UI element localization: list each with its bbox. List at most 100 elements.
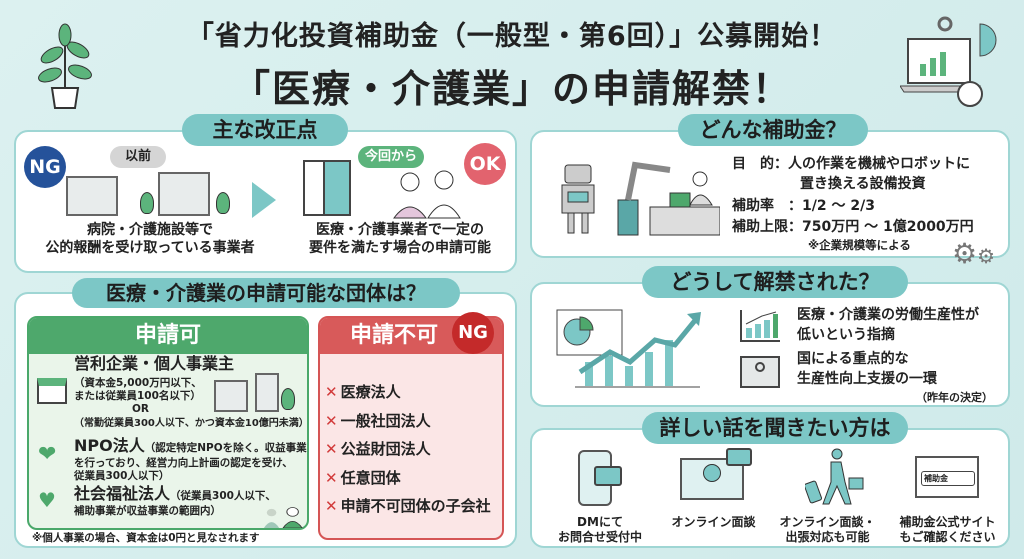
reason-2-note: （昨年の決定）	[916, 391, 993, 404]
business-traveler-icon	[804, 448, 865, 508]
tree-icon	[140, 192, 154, 214]
ng-badge-red: NG	[452, 312, 494, 354]
corp-cond-1: （資本金5,000万円以下、	[74, 377, 202, 389]
government-building-icon	[740, 356, 780, 388]
contact-web-line-1: 補助金公式サイト	[899, 515, 996, 529]
contact-visit-line-1: オンライン面談・	[779, 515, 876, 529]
corp-cond-3: （常勤従業員300人以下、かつ資本金10億円未満）	[74, 418, 309, 429]
contact-item-website[interactable]: 補助金公式サイトもご確認ください	[890, 515, 1005, 545]
store-icon	[37, 378, 67, 404]
laptop-chart-icon	[899, 14, 1010, 109]
reason-1-line-2: 低いという指摘	[797, 327, 895, 343]
rate-value: 1/2 〜 2/3	[802, 198, 875, 214]
ineligible-item: ✕申請不可団体の子会社	[320, 492, 502, 521]
ineligible-item-label: 申請不可団体の子会社	[340, 497, 491, 515]
growth-chart-icon	[555, 300, 705, 390]
gears-icon: ⚙⚙	[952, 237, 996, 270]
welfare-title: 社会福祉法人	[74, 484, 171, 503]
welfare-cond-2: 補助事業が収益事業の範囲内）	[74, 505, 221, 517]
ineligible-item: ✕任意団体	[320, 464, 502, 493]
ok-badge: OK	[464, 143, 506, 185]
npo-cond-1: （認定特定NPOを除く。収益事業	[144, 442, 307, 454]
medical-staff-icon	[388, 168, 468, 220]
after-text: 医療・介護事業者で一定の要件を満たす場合の申請可能	[280, 221, 520, 257]
limit-note: ※企業規模等による	[808, 238, 911, 252]
changes-header: 主な改正点	[182, 114, 348, 146]
welfare-block: 社会福祉法人（従業員300人以下、	[74, 484, 276, 504]
office-building-icon	[214, 380, 248, 412]
tree-icon	[216, 192, 230, 214]
ineligible-item-label: 任意団体	[340, 468, 401, 487]
title-line-1: 「省力化投資補助金（一般型・第6回）」公募開始！	[186, 21, 838, 52]
before-text-1: 病院・介護施設等で	[87, 222, 213, 238]
npo-block: NPO法人（認定特定NPOを除く。収益事業	[74, 436, 307, 456]
after-text-1: 医療・介護事業者で一定の	[316, 222, 484, 238]
plant-icon	[30, 20, 100, 110]
hospital-icon	[158, 172, 210, 216]
contact-web-line-2: もご確認ください	[899, 530, 996, 544]
laptop-search-icon: 補助金	[915, 456, 979, 498]
corp-cond-2: または従業員100名以下）	[74, 390, 201, 402]
limit-row: 補助上限：750万円 〜 1億2000万円	[732, 217, 974, 237]
npo-cond-2: を行っており、経営力向上計画の認定を受け、	[74, 457, 293, 469]
ineligible-item-label: 医療法人	[340, 383, 401, 401]
eligible-box-header: 申請可	[29, 318, 307, 354]
purpose-value-2: 置き換える設備投資	[800, 176, 926, 192]
corp-title: 営利企業・個人事業主	[74, 354, 235, 373]
subsidy-panel	[530, 130, 1010, 258]
npo-cond-3: 従業員300人以下）	[74, 470, 170, 482]
robot-factory-icon	[550, 155, 721, 240]
ineligible-item: ✕公益財団法人	[320, 435, 502, 464]
hospital-icon	[66, 176, 118, 216]
limit-value: 750万円 〜 1億2000万円	[802, 219, 974, 235]
smartphone-chat-icon	[578, 450, 622, 506]
contact-item-dm[interactable]: DMにてお問合せ受付中	[545, 515, 655, 545]
after-tag: 今回から	[358, 146, 424, 168]
contact-item-visit[interactable]: オンライン面談・出張対応も可能	[770, 515, 885, 545]
subsidy-header: どんな補助金？	[678, 114, 868, 146]
eligible-footnote: ※個人事業の場合、資本金は0円と見なされます	[32, 532, 260, 544]
ng-badge: NG	[24, 146, 66, 188]
before-text: 病院・介護施設等で公的報酬を受け取っている事業者	[30, 221, 270, 257]
x-icon: ✕	[325, 497, 338, 515]
arrow-right-icon	[252, 182, 276, 218]
purpose-label: 目 的：	[732, 156, 788, 172]
contact-visit-line-2: 出張対応も可能	[785, 530, 870, 544]
tree-icon	[281, 388, 295, 410]
bar-chart-icon	[740, 310, 780, 342]
limit-label: 補助上限：	[732, 219, 802, 235]
video-call-laptop-icon	[680, 448, 752, 500]
contact-dm-line-2: お問合せ受付中	[557, 530, 642, 544]
npo-title: NPO法人	[74, 436, 145, 455]
eligible-header: 医療・介護業の申請可能な団体は？	[72, 278, 460, 308]
before-tag: 以前	[110, 146, 166, 168]
contact-header: 詳しい話を聞きたい方は	[642, 412, 908, 444]
contact-item-online[interactable]: オンライン面談	[671, 515, 756, 529]
after-text-2: 要件を満たす場合の申請可能	[309, 240, 491, 256]
reason-header: どうして解禁された？	[642, 266, 908, 298]
ineligible-item: ✕一般社団法人	[320, 407, 502, 436]
welfare-cond-1: （従業員300人以下、	[170, 490, 276, 502]
x-icon: ✕	[325, 440, 338, 458]
reason-2-line-2: 生産性向上支援の一環	[797, 371, 937, 387]
x-icon: ✕	[325, 383, 338, 401]
corp-or: OR	[132, 403, 150, 415]
rate-row: 補助率 ：1/2 〜 2/3	[732, 196, 875, 216]
purpose-value-1: 人の作業を機械やロボットに	[788, 156, 970, 172]
people-icon	[262, 506, 306, 529]
before-text-2: 公的報酬を受け取っている事業者	[45, 240, 255, 256]
x-icon: ✕	[325, 411, 338, 430]
purpose-row: 目 的：人の作業を機械やロボットに	[732, 154, 970, 174]
heart-hands-icon: ❤	[38, 442, 57, 467]
title-line-2: 「医療・介護業」の申請解禁！	[231, 67, 792, 111]
rate-label: 補助率 ：	[732, 198, 802, 214]
x-icon: ✕	[325, 468, 338, 487]
eligible-box: 申請可	[27, 316, 309, 530]
ineligible-item-label: 一般社団法人	[340, 411, 431, 430]
reason-1-line-1: 医療・介護業の労働生産性が	[797, 307, 979, 323]
ineligible-item-label: 公益財団法人	[340, 440, 431, 458]
contact-dm-line-1: DMにて	[577, 515, 623, 529]
open-door-icon	[303, 160, 351, 216]
ineligible-item: ✕医療法人	[320, 378, 502, 407]
office-building-icon	[255, 373, 279, 412]
